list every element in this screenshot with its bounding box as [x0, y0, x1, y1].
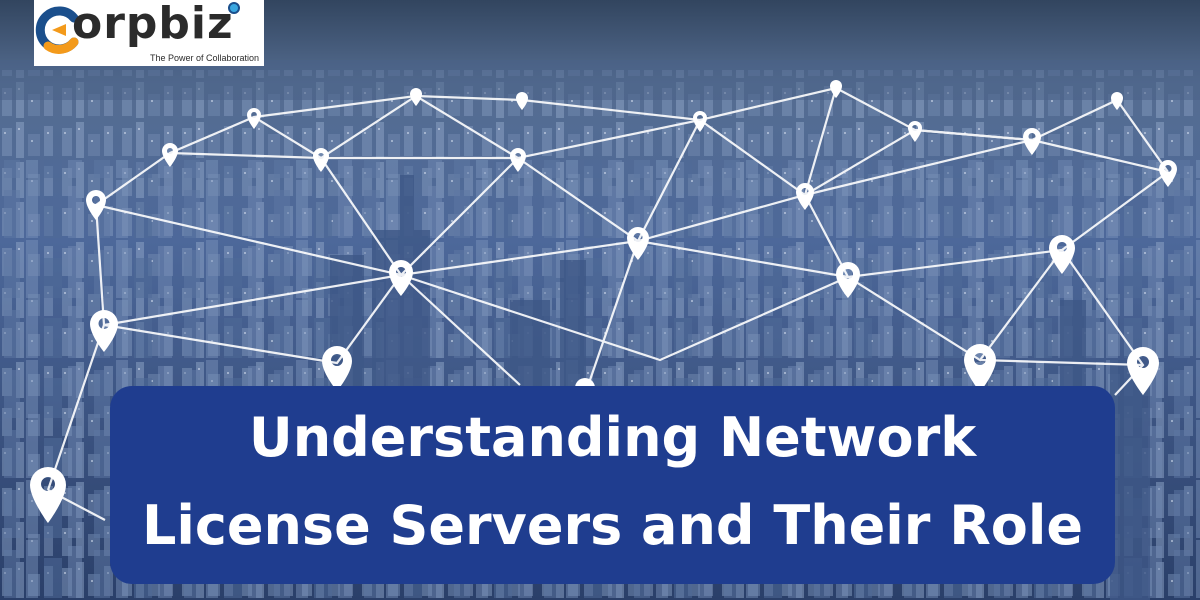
- headline-line-2: License Servers and Their Role: [141, 494, 1084, 557]
- logo-c-mark-icon: [35, 6, 79, 54]
- location-pin-icon: [30, 80, 1177, 523]
- headline-box: Understanding Network License Servers an…: [110, 386, 1115, 584]
- logo-wordmark: orpbiz: [72, 0, 234, 49]
- corpbiz-logo: orpbiz The Power of Collaboration: [34, 0, 264, 66]
- logo-tagline: The Power of Collaboration: [150, 53, 260, 63]
- headline-line-1: Understanding Network: [248, 406, 977, 469]
- logo-dot-icon: [228, 2, 240, 14]
